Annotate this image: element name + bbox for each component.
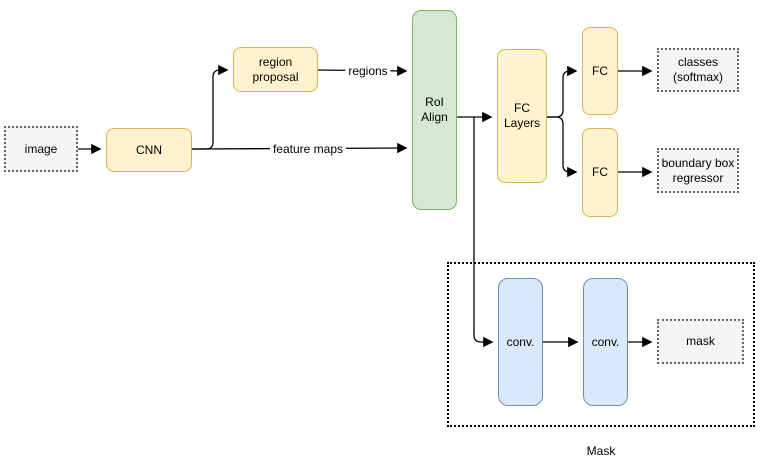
edge-fc-layers-to-fc-top <box>547 65 578 118</box>
node-conv-1: conv. <box>498 278 543 406</box>
mask-branch-group-box <box>447 262 755 427</box>
node-fc-layers: FC Layers <box>497 49 547 183</box>
edge-fc-layers-to-fc-bottom <box>547 116 578 178</box>
node-region-proposal: region proposal <box>233 47 318 92</box>
edge-label-feature-maps: feature maps <box>269 142 347 156</box>
edge-roi-align-to-conv1 <box>473 117 494 348</box>
mask-branch-group-caption: Mask <box>586 444 616 458</box>
edge-label-regions: regions <box>345 64 391 78</box>
node-classes-output: classes (softmax) <box>657 48 739 92</box>
node-fc-top: FC <box>582 27 618 115</box>
node-boundary-box-regressor-output: boundary box regressor <box>657 148 739 193</box>
node-conv-2: conv. <box>583 278 628 406</box>
node-image-input: image <box>4 126 78 172</box>
node-mask-output: mask <box>657 319 744 364</box>
edge-cnn-to-region-proposal <box>192 64 229 150</box>
node-roi-align: RoI Align <box>412 10 457 210</box>
node-cnn: CNN <box>106 128 192 172</box>
node-fc-bottom: FC <box>582 128 618 217</box>
